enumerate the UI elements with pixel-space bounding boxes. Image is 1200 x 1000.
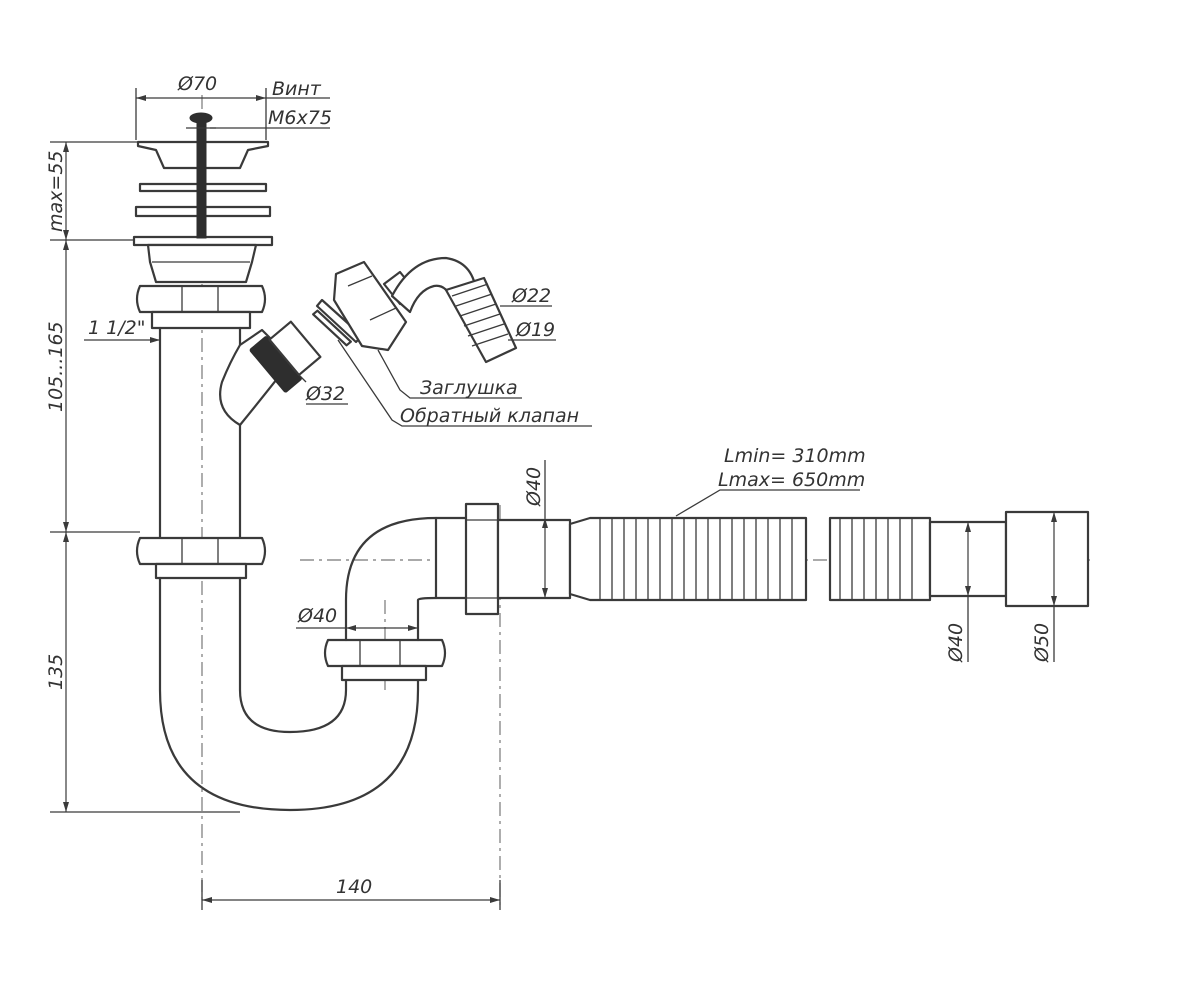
label-screw-line2: M6x75 — [268, 107, 332, 129]
label-top-diameter: Ø70 — [177, 73, 217, 95]
label-side-outlet-diameter: Ø32 — [305, 383, 345, 405]
label-end-diameter-50: Ø50 — [1031, 623, 1053, 663]
label-height-range: 105...165 — [45, 321, 67, 412]
label-hose-inner-diameter: Ø19 — [515, 319, 555, 341]
trap-nut — [323, 638, 447, 682]
side-branch — [219, 320, 322, 427]
u-trap — [158, 576, 420, 812]
label-plug: Заглушка — [420, 377, 518, 399]
middle-nut — [135, 536, 267, 580]
top-nut — [135, 284, 267, 330]
label-length-min: Lmin= 310mm — [724, 445, 866, 467]
label-trap-height: 135 — [45, 654, 67, 690]
vertical-pipe — [158, 326, 242, 540]
drain-grate-assembly — [132, 112, 274, 284]
label-length-max: Lmax= 650mm — [718, 469, 865, 491]
center-lines — [201, 95, 1090, 905]
check-valve — [312, 298, 364, 347]
label-end-diameter-40: Ø40 — [945, 623, 967, 663]
label-check-valve: Обратный клапан — [400, 405, 579, 427]
label-screw-line1: Винт — [272, 78, 322, 100]
label-hose-outer-diameter: Ø22 — [511, 285, 551, 307]
label-trap-diameter: Ø40 — [297, 605, 337, 627]
label-horizontal-offset: 140 — [336, 876, 372, 898]
label-outlet-diameter: Ø40 — [523, 467, 545, 507]
hose-end-fittings — [928, 510, 1090, 608]
outlet-elbow — [344, 502, 572, 642]
corrugated-hose — [568, 516, 932, 602]
label-thread: 1 1/2" — [88, 317, 145, 339]
elbow-hose-connector — [390, 256, 518, 364]
dimension-lines — [50, 88, 1057, 910]
label-max-height: max=55 — [45, 151, 67, 233]
